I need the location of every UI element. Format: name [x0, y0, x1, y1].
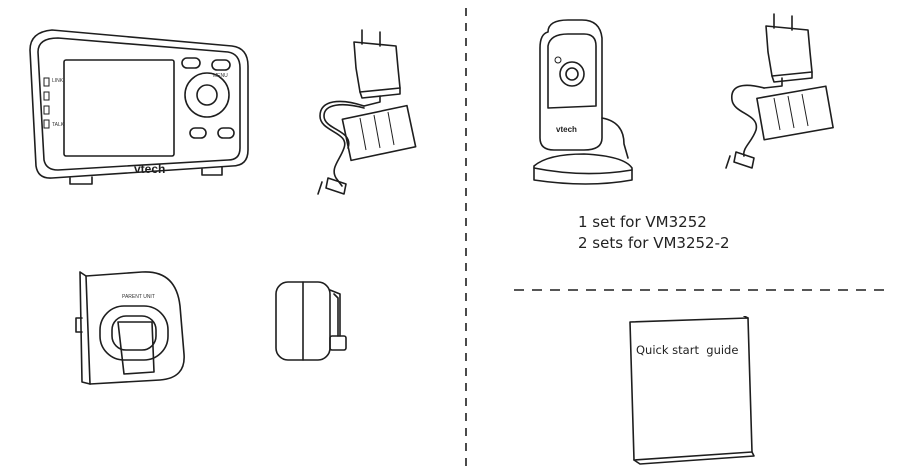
belt-clip-illustration: PARENT UNIT [75, 271, 185, 385]
caption-line-vm3252-2: 2 sets for VM3252-2 [578, 234, 730, 252]
belt-clip-label: PARENT UNIT [122, 294, 155, 300]
parent-side-label-talk: TALK [52, 122, 65, 128]
parent-menu-label: MENU [213, 73, 228, 79]
camera-illustration: vtech [533, 19, 633, 185]
parent-side-label-link: LINK [52, 78, 64, 84]
power-adapter-illustration-right [725, 13, 834, 169]
camera-brand-logo: vtech [556, 125, 577, 134]
parent-unit-illustration: LINK TALK MENU vtech [29, 29, 249, 185]
power-adapter-illustration-left [317, 29, 417, 195]
quick-start-guide-title: Quick start guide [636, 343, 739, 357]
camera-quantity-caption: 1 set for VM3252 2 sets for VM3252-2 [578, 212, 730, 254]
parent-brand-logo: vtech [134, 162, 165, 176]
caption-line-vm3252: 1 set for VM3252 [578, 213, 707, 231]
battery-pack-illustration [275, 281, 347, 361]
quick-start-guide-illustration [629, 316, 755, 465]
